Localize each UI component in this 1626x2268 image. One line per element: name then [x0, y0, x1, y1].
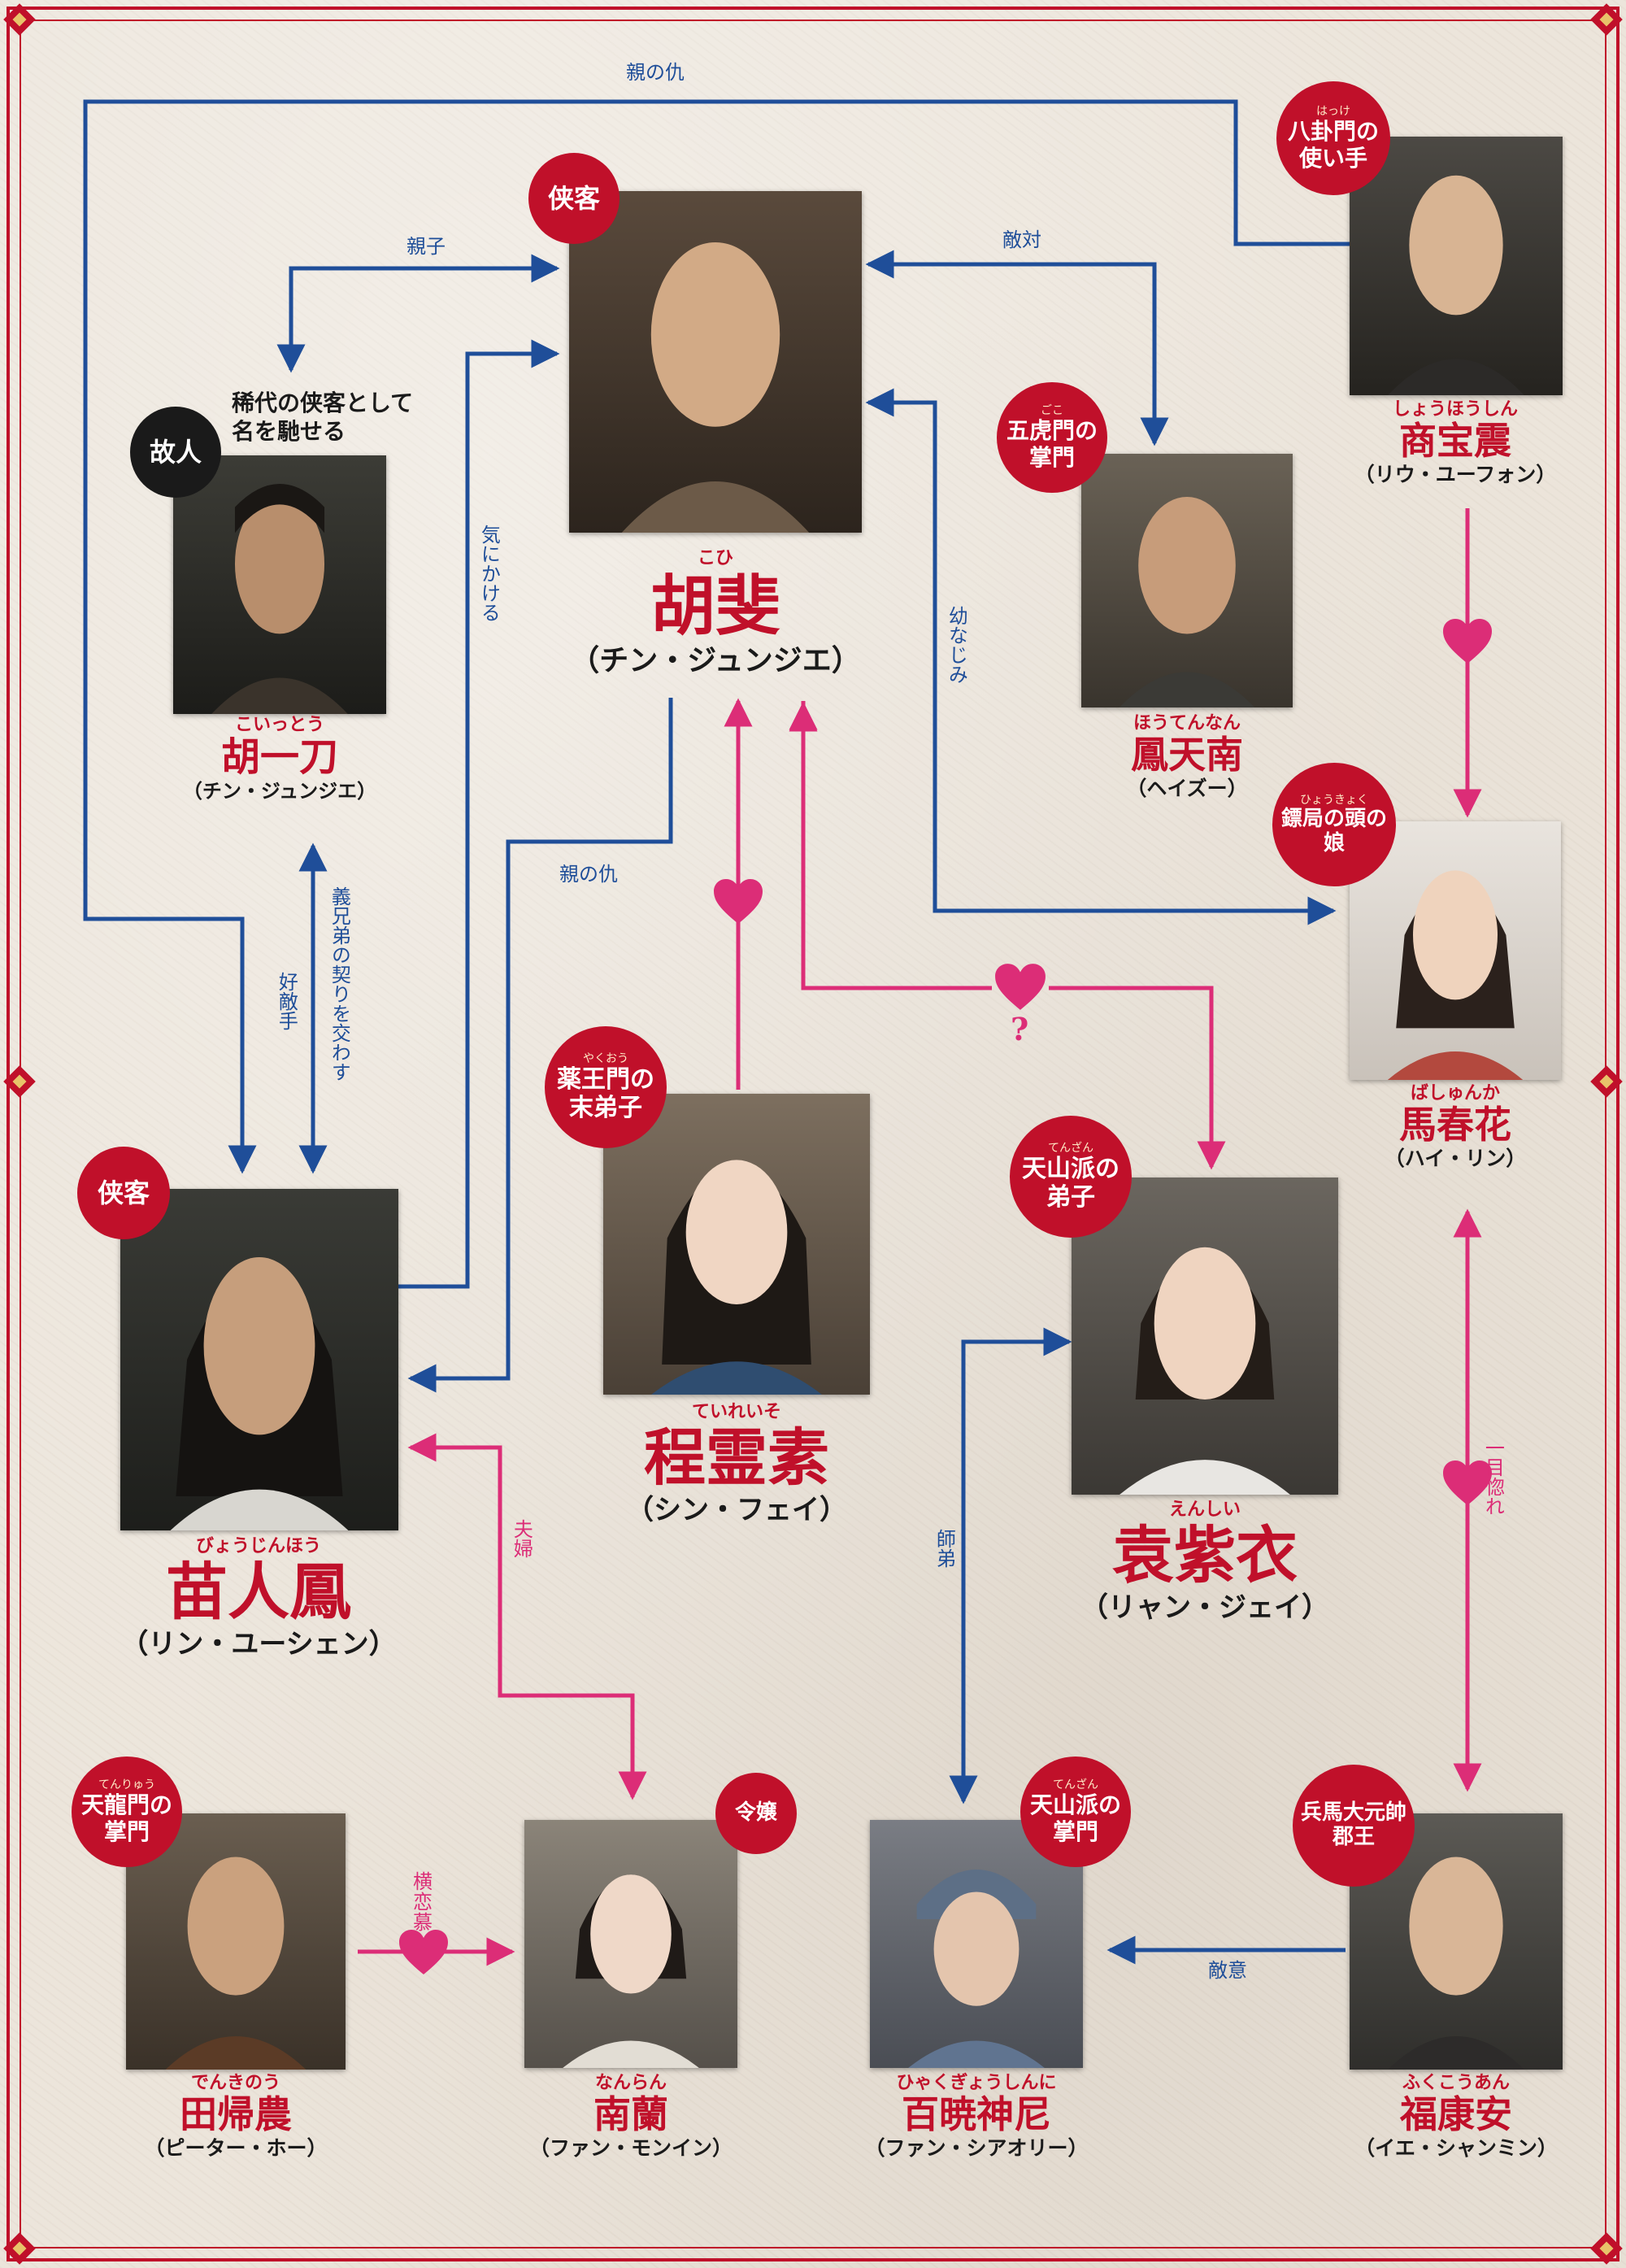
relation-oya-no-ada-mid: 親の仇: [559, 863, 618, 886]
heart-icon: [399, 1930, 448, 1974]
relation-kokoteki: 好敵手: [275, 972, 298, 1030]
badge-bashunka: ひょうきょく鏢局の頭の 娘: [1272, 763, 1396, 886]
question-mark: ?: [1011, 1011, 1029, 1047]
badge-hotennan: ごこ五虎門の 掌門: [997, 382, 1107, 493]
badge-hyakugyo: てんざん天山派の 掌門: [1020, 1757, 1131, 1867]
label-byojinho: びょうじんほう 苗人鳳 （リン・ユーシェン）: [120, 1536, 397, 1661]
label-bashunka: ばしゅんか 馬春花 （ハイ・リン）: [1384, 1083, 1527, 1171]
label-koitto: こいっとう 胡一刀 （チン・ジュンジエ）: [182, 715, 377, 803]
badge-denkino: てんりゅう天龍門の 掌門: [72, 1757, 182, 1867]
relation-hitomebore: 一目惚れ: [1481, 1438, 1505, 1516]
line-tekitai: [865, 250, 1169, 446]
portrait-koitto: [173, 455, 386, 714]
badge-byojinho: 侠客: [77, 1147, 170, 1239]
inner-frame: [20, 20, 1606, 2248]
line-fufu: [407, 1433, 647, 1800]
label-hyakugyo: ひゃくぎょうしんに 百暁神尼 （ファン・シアオリー）: [864, 2073, 1089, 2161]
portrait-kohi: [569, 191, 862, 533]
badge-fukkoan: 兵馬大元帥 郡王: [1293, 1765, 1415, 1887]
relation-fufu: 夫婦: [510, 1519, 533, 1558]
relation-gikyodai: 義兄弟の契りを交わす: [328, 886, 351, 1082]
line-oya-no-ada-top: [83, 99, 1350, 1174]
portrait-bashunka: [1350, 821, 1561, 1080]
badge-enshii: てんざん天山派の 弟子: [1010, 1116, 1132, 1238]
line-kohi-enshii: [801, 701, 992, 990]
portrait-shohoshin: [1350, 137, 1563, 395]
note-koitto: 稀代の侠客として 名を馳せる: [232, 390, 414, 445]
badge-teireiso: やくおう薬王門の 末弟子: [545, 1026, 667, 1148]
relation-tekii: 敵意: [1208, 1959, 1247, 1982]
relation-osananajimi: 幼なじみ: [945, 606, 968, 684]
relation-oya-no-ada-top: 親の仇: [626, 61, 685, 84]
line-shitei: [949, 1327, 1072, 1804]
portrait-enshii: [1072, 1178, 1338, 1495]
outer-frame: [7, 7, 1619, 2261]
label-hotennan: ほうてんなん 鳳天南 （ヘイズー）: [1126, 713, 1248, 801]
line-kohi-enshii-b: [1049, 986, 1226, 1170]
heart-icon: [1443, 1460, 1492, 1505]
label-denkino: でんきのう 田帰農 （ピーター・ホー）: [144, 2073, 328, 2161]
badge-shohoshin: はっけ八卦門の 使い手: [1276, 81, 1390, 195]
portrait-teireiso: [603, 1094, 870, 1395]
line-oya-no-ada-mid: [407, 698, 673, 1393]
portrait-nanran: [524, 1820, 737, 2068]
line-oyako: [276, 254, 560, 373]
heart-icon: [995, 964, 1046, 1010]
badge-kohi: 侠客: [528, 153, 620, 244]
relation-ki-ni-kakeru: 気にかける: [477, 525, 501, 622]
heart-icon: [714, 879, 763, 924]
relation-tekitai: 敵対: [1002, 229, 1041, 251]
label-teireiso: ていれいそ 程霊素 （シン・フェイ）: [626, 1402, 847, 1526]
portrait-hotennan: [1081, 454, 1293, 707]
label-kohi: こひ 胡斐 （チン・ジュンジエ）: [570, 548, 861, 678]
portrait-hyakugyo: [870, 1820, 1083, 2068]
label-enshii: えんしい 袁紫衣 （リャン・ジェイ）: [1080, 1500, 1329, 1624]
relation-yokorenbo: 横恋慕: [413, 1870, 433, 1935]
label-nanran: なんらん 南蘭 （ファン・モンイン）: [528, 2073, 733, 2161]
label-fukkoan: ふくこうあん 福康安 （イエ・シャンミン）: [1354, 2073, 1558, 2161]
line-osananajimi: [865, 388, 1337, 925]
badge-nanran: 令嬢: [715, 1773, 797, 1854]
relation-oyako: 親子: [406, 235, 446, 258]
relation-shitei: 師弟: [933, 1529, 956, 1568]
label-shohoshin: しょうほうしん 商宝震 （リウ・ユーフォン）: [1354, 399, 1557, 487]
badge-koitto: 故人: [130, 407, 221, 498]
portrait-denkino: [126, 1813, 346, 2070]
heart-icon: [1443, 619, 1492, 664]
line-ki-ni-kakeru: [398, 339, 560, 1289]
portrait-byojinho: [120, 1189, 398, 1530]
